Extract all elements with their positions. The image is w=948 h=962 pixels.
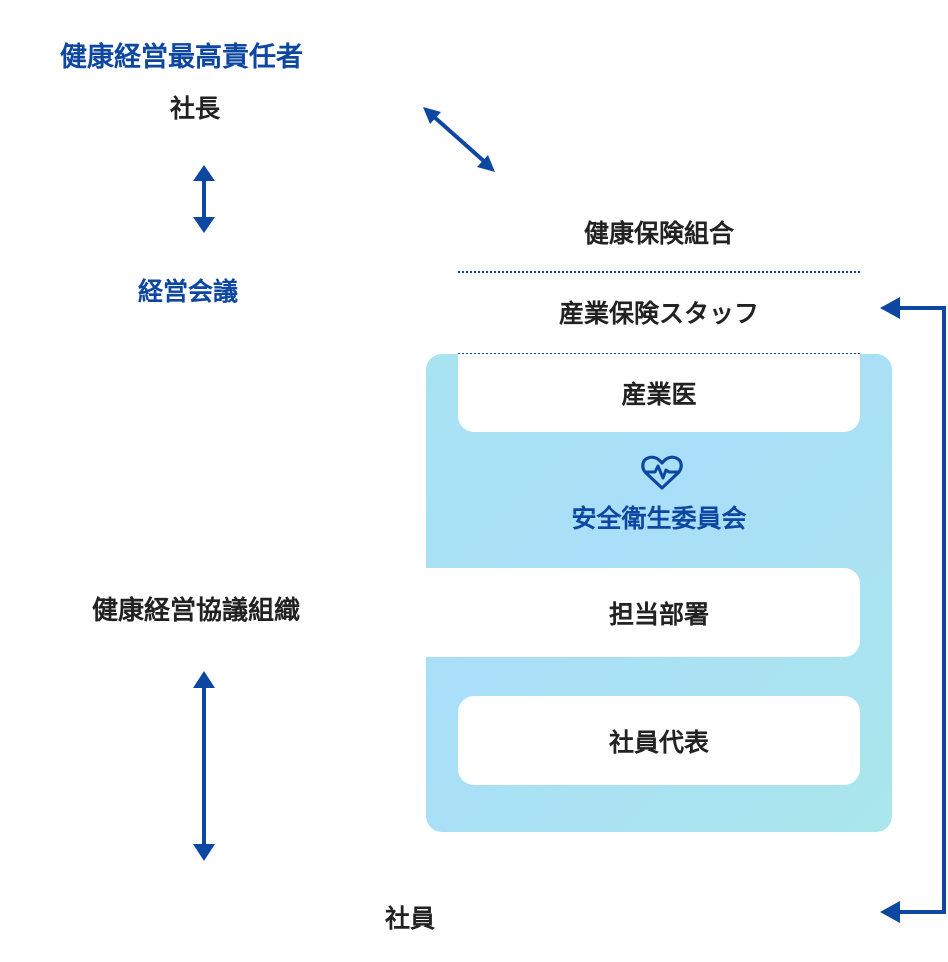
- ceo-title: 健康経営最高責任者: [60, 42, 303, 73]
- employee-rep-box: 社員代表: [458, 696, 860, 785]
- vertical-bidirectional-arrow-icon: [193, 165, 215, 233]
- employees-label: 社員: [385, 904, 436, 933]
- insurance-union-label: 健康保険組合: [583, 219, 734, 248]
- department-box: 担当部署: [426, 568, 860, 657]
- dotted-divider: [458, 271, 860, 273]
- diagonal-bidirectional-arrow-icon: [423, 107, 495, 172]
- industrial-doctor-box: 産業医: [458, 354, 860, 432]
- heart-pulse-icon: [641, 455, 683, 490]
- department-label: 担当部署: [608, 599, 709, 629]
- long-vertical-bidirectional-arrow-icon: [193, 671, 215, 861]
- organization-label: 健康経営協議組織: [92, 596, 301, 626]
- right-loop-arrow-icon: [880, 297, 946, 923]
- management-meeting-label: 経営会議: [138, 277, 239, 306]
- ceo-name: 社長: [170, 94, 221, 123]
- industrial-doctor-label: 産業医: [621, 380, 697, 409]
- industrial-staff-label: 産業保険スタッフ: [558, 299, 759, 328]
- employee-rep-label: 社員代表: [608, 727, 709, 757]
- committee-title: 安全衛生委員会: [571, 504, 747, 533]
